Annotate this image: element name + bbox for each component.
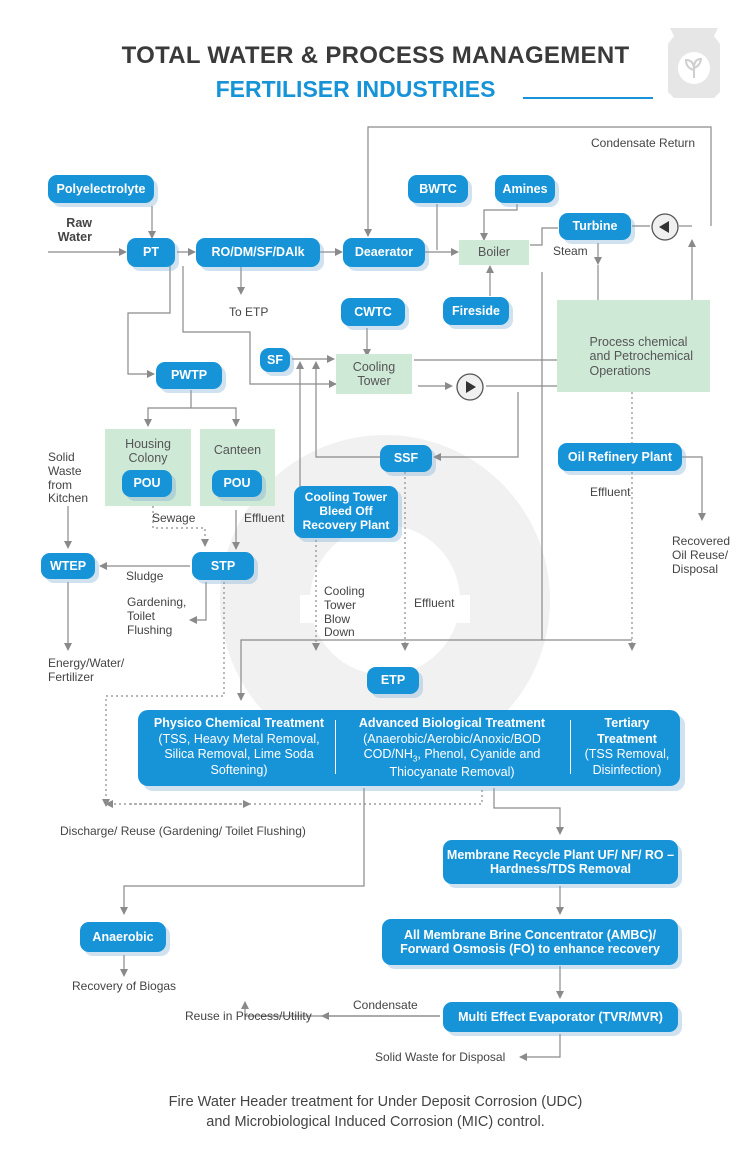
gardening-label: Gardening, Toilet Flushing (127, 595, 187, 637)
bio-title: Advanced Biological Treatment (358, 716, 546, 730)
physico-chemical-section: Physico Chemical Treatment (TSS, Heavy M… (146, 716, 332, 779)
raw-water-label: Raw Water (57, 216, 92, 245)
recovered-oil-label: Recovered Oil Reuse/ Disposal (672, 534, 731, 576)
solid-waste-label: Solid Waste from Kitchen (48, 450, 89, 506)
etp-node: ETP (367, 667, 419, 694)
canteen-effluent-label: Effluent (244, 511, 285, 525)
process-operations-node: Process chemical and Petrochemical Opera… (557, 300, 710, 392)
physico-title: Physico Chemical Treatment (153, 716, 325, 730)
ambc-node: All Membrane Brine Concentrator (AMBC)/ … (382, 919, 678, 965)
amines-node: Amines (495, 175, 555, 203)
condensate-label: Condensate (353, 998, 418, 1012)
process-operations-label: Process chemical and Petrochemical Opera… (589, 334, 694, 378)
sewage-label: Sewage (152, 511, 196, 525)
bio-desc-a: (Anaerobic/Aerobic/Anoxic/BOD COD/NH (363, 731, 541, 762)
reuse-label: Reuse in Process/Utility (185, 1009, 312, 1023)
subtitle-text: FERTILISER INDUSTRIES (215, 76, 496, 102)
tertiary-section: Tertiary Treatment (TSS Removal, Disinfe… (580, 716, 674, 779)
pt-node: PT (127, 238, 175, 267)
polyelectrolyte-node: Polyelectrolyte (48, 175, 154, 203)
pou-housing-node: POU (122, 470, 172, 497)
biogas-label: Recovery of Biogas (72, 979, 177, 993)
tertiary-title: Tertiary Treatment (597, 716, 657, 746)
physico-desc: (TSS, Heavy Metal Removal, Silica Remova… (158, 731, 320, 777)
ssf-effluent-label: Effluent (414, 596, 455, 610)
wtep-node: WTEP (41, 553, 95, 579)
cwtc-node: CWTC (341, 298, 405, 326)
etp-divider-1 (335, 720, 336, 774)
page-subtitle: FERTILISER INDUSTRIES (0, 76, 751, 103)
footer-line-1: Fire Water Header treatment for Under De… (168, 1094, 583, 1110)
cooling-tower-node: Cooling Tower (336, 354, 412, 394)
refinery-effluent-label: Effluent (590, 485, 631, 499)
ct-blowdown-label: Cooling Tower Blow Down (324, 584, 365, 640)
deaerator-node: Deaerator (343, 238, 425, 267)
membrane-plant-node: Membrane Recycle Plant UF/ NF/ RO – Hard… (443, 840, 678, 884)
etp-divider-2 (570, 720, 571, 774)
footer-line-2: and Microbiological Induced Corrosion (M… (206, 1114, 545, 1131)
condensate-return-label: Condensate Return (591, 136, 696, 150)
stp-node: STP (192, 552, 254, 580)
etp-treatment-block: Physico Chemical Treatment (TSS, Heavy M… (138, 710, 680, 786)
housing-colony-label: Housing Colony (125, 437, 171, 466)
steam-label: Steam (553, 244, 588, 258)
fireside-node: Fireside (443, 297, 509, 325)
footer-note: Fire Water Header treatment for Under De… (0, 1092, 751, 1133)
sf-node: SF (260, 348, 290, 372)
bwtc-node: BWTC (408, 175, 468, 203)
sludge-label: Sludge (126, 569, 164, 583)
mee-node: Multi Effect Evaporator (TVR/MVR) (443, 1002, 678, 1032)
turbine-node: Turbine (559, 213, 631, 240)
page-title: TOTAL WATER & PROCESS MANAGEMENT (121, 42, 630, 69)
pwtp-node: PWTP (156, 362, 222, 389)
tertiary-desc: (TSS Removal, Disinfection) (584, 747, 670, 777)
pump-right-icon (456, 373, 484, 401)
canteen-label: Canteen (213, 443, 262, 457)
ro-dm-node: RO/DM/SF/DAlk (196, 238, 320, 267)
ct-bleed-off-node: Cooling Tower Bleed Off Recovery Plant (294, 486, 398, 538)
to-etp-label: To ETP (229, 305, 269, 319)
fertiliser-bag-icon (668, 28, 720, 98)
pump-left-icon (651, 213, 679, 241)
ssf-node: SSF (380, 445, 432, 472)
subtitle-underline (523, 97, 653, 99)
discharge-label: Discharge/ Reuse (Gardening/ Toilet Flus… (60, 824, 306, 838)
solid-disposal-label: Solid Waste for Disposal (375, 1050, 506, 1064)
pou-canteen-node: POU (212, 470, 262, 497)
oil-refinery-node: Oil Refinery Plant (558, 443, 682, 471)
boiler-node: Boiler (459, 240, 529, 265)
biological-section: Advanced Biological Treatment (Anaerobic… (342, 716, 562, 780)
bio-desc-sub: 3 (412, 754, 418, 764)
anaerobic-node: Anaerobic (80, 922, 166, 952)
bio-desc-b: , Phenol, Cyanide and Thiocyanate Remova… (389, 747, 541, 779)
energy-label: Energy/Water/ Fertilizer (48, 656, 125, 684)
